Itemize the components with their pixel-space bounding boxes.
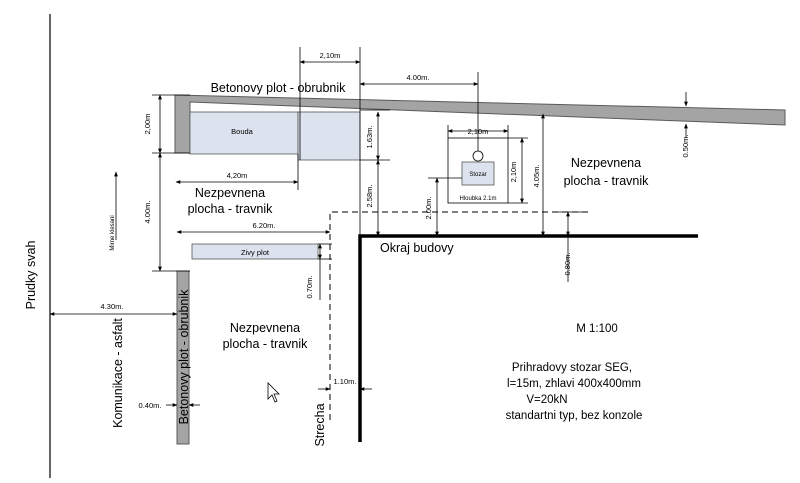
roof-outline xyxy=(329,211,590,420)
dim-200-mid: 2.00m. xyxy=(424,197,433,220)
dim-070: 0.70m. xyxy=(305,276,314,299)
fence-left-label: Betonovy plot - obrubnik xyxy=(177,289,191,425)
spec-line-2: l=15m, zhlavi 400x400mm xyxy=(507,378,641,390)
dim-405: 4.05m. xyxy=(532,165,541,188)
unpaved-label-1: Nezpevnena xyxy=(195,186,265,200)
mouse-cursor-icon xyxy=(267,382,280,403)
dim-040: 0.40m. xyxy=(139,401,162,410)
dim-620: 6.20m. xyxy=(253,221,276,230)
spec-line-1: Prihradovy stozar SEG, xyxy=(512,362,632,374)
unpaved-label-2b: plocha - travnik xyxy=(564,174,650,188)
dim-400-left: 4.00m. xyxy=(143,201,152,224)
fence-top-label: Betonovy plot - obrubnik xyxy=(211,81,347,95)
dim-258: 2.58m. xyxy=(365,185,374,208)
mast-base xyxy=(461,161,495,186)
dim-430: 4.30m. xyxy=(101,302,124,311)
mast-label: Stozar xyxy=(469,172,486,178)
dim-110: 1.10m. xyxy=(334,377,357,386)
depth-label: Hloubka 2.1m xyxy=(459,196,496,202)
unpaved-label-2: Nezpevnena xyxy=(571,156,641,170)
spec-line-3: V=20kN xyxy=(526,394,567,406)
dim-210-top: 2,10m xyxy=(320,51,341,60)
dim-420: 4,20m xyxy=(227,171,248,180)
dim-163: 1.63m. xyxy=(365,126,374,149)
building-edge-label: Okraj budovy xyxy=(380,241,454,255)
shed-label: Bouda xyxy=(231,127,254,136)
scale-label: M 1:100 xyxy=(576,323,618,335)
spec-line-4: standartni typ, bez konzole xyxy=(506,410,643,422)
steep-slope-label: Prudky svah xyxy=(24,241,38,310)
hedge xyxy=(191,243,319,260)
dim-210-mast-w: 2,10m xyxy=(468,127,489,136)
roof-label: Strecha xyxy=(313,403,327,446)
slope-label: Mirne klesani xyxy=(110,215,116,250)
unpaved-label-1b: plocha - travnik xyxy=(188,202,274,216)
shed xyxy=(189,111,299,155)
mast-circle xyxy=(472,150,484,162)
dim-400-top: 4.00m. xyxy=(407,73,430,82)
dim-080: 0.80m. xyxy=(563,253,572,276)
hedge-label: Zivy plot xyxy=(241,248,270,257)
dim-050: 0.50m. xyxy=(681,135,690,158)
road-label: Komunikace - asfalt xyxy=(111,318,125,428)
shed-extension xyxy=(297,111,361,161)
unpaved-label-3: Nezpevnena xyxy=(230,321,300,335)
dim-210-mast-h: 2,10m xyxy=(509,162,518,183)
dimension-lines xyxy=(49,47,688,407)
dim-200-left: 2,00m xyxy=(143,114,152,135)
unpaved-label-3b: plocha - travnik xyxy=(223,337,309,351)
